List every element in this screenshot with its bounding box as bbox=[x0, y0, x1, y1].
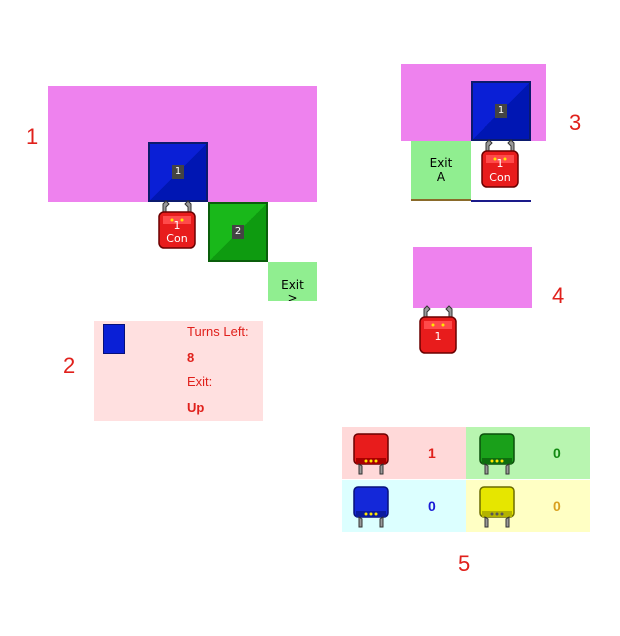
turns-left-label: Turns Left: bbox=[187, 324, 249, 339]
wall-segment bbox=[471, 200, 531, 202]
green-tile-2[interactable]: 2 bbox=[208, 202, 268, 262]
exit-tile-1: Exit > bbox=[268, 262, 317, 301]
score-green: 0 bbox=[553, 445, 561, 461]
red-robot-4[interactable]: 1 bbox=[418, 305, 458, 357]
tile-number: 1 bbox=[495, 104, 507, 118]
blue-tile-1[interactable]: 1 bbox=[148, 142, 208, 202]
exit-id: A bbox=[436, 170, 446, 184]
red-robot-icon bbox=[353, 433, 389, 475]
score-cell-red: 1 bbox=[342, 427, 466, 479]
score-red: 1 bbox=[428, 445, 436, 461]
robot-icon bbox=[419, 305, 457, 354]
robot-icon bbox=[481, 139, 519, 188]
robot-role: Con bbox=[489, 171, 511, 184]
robot-icon bbox=[158, 200, 196, 249]
exit-arrow: > bbox=[287, 291, 298, 301]
figure-5-label: 5 bbox=[458, 551, 471, 576]
figure-2-label: 2 bbox=[63, 353, 76, 378]
tile-number: 1 bbox=[172, 165, 184, 179]
status-panel: Turns Left: 8 Exit: Up bbox=[94, 321, 263, 421]
robot-number: 1 bbox=[434, 330, 442, 343]
robot-number: 1 bbox=[496, 157, 504, 170]
red-robot-con-3[interactable]: 1 Con bbox=[480, 139, 520, 191]
exit-tile-a: Exit A bbox=[411, 141, 471, 201]
exit-label: Exit bbox=[281, 278, 304, 292]
figure-3-label: 3 bbox=[569, 110, 582, 135]
exit-value: Up bbox=[187, 400, 205, 415]
blue-robot-icon bbox=[353, 486, 389, 528]
yellow-robot-icon bbox=[479, 486, 515, 528]
player-color-swatch bbox=[103, 324, 125, 354]
tile-number: 2 bbox=[232, 225, 244, 239]
red-robot-con[interactable]: 1 Con bbox=[157, 200, 197, 252]
exit-label: Exit bbox=[429, 156, 453, 170]
turns-left-value: 8 bbox=[187, 350, 195, 365]
figure-4-label: 4 bbox=[552, 283, 565, 308]
score-blue: 0 bbox=[428, 498, 436, 514]
score-cell-blue: 0 bbox=[342, 480, 466, 532]
blue-tile-3[interactable]: 1 bbox=[471, 81, 531, 141]
score-cell-yellow: 0 bbox=[466, 480, 590, 532]
score-yellow: 0 bbox=[553, 498, 561, 514]
figure-1-label: 1 bbox=[26, 124, 39, 149]
score-cell-green: 0 bbox=[466, 427, 590, 479]
robot-role: Con bbox=[166, 232, 188, 245]
robot-number: 1 bbox=[173, 219, 181, 232]
zone-pink-4 bbox=[413, 247, 532, 308]
exit-label: Exit: bbox=[187, 374, 213, 389]
green-robot-icon bbox=[479, 433, 515, 475]
